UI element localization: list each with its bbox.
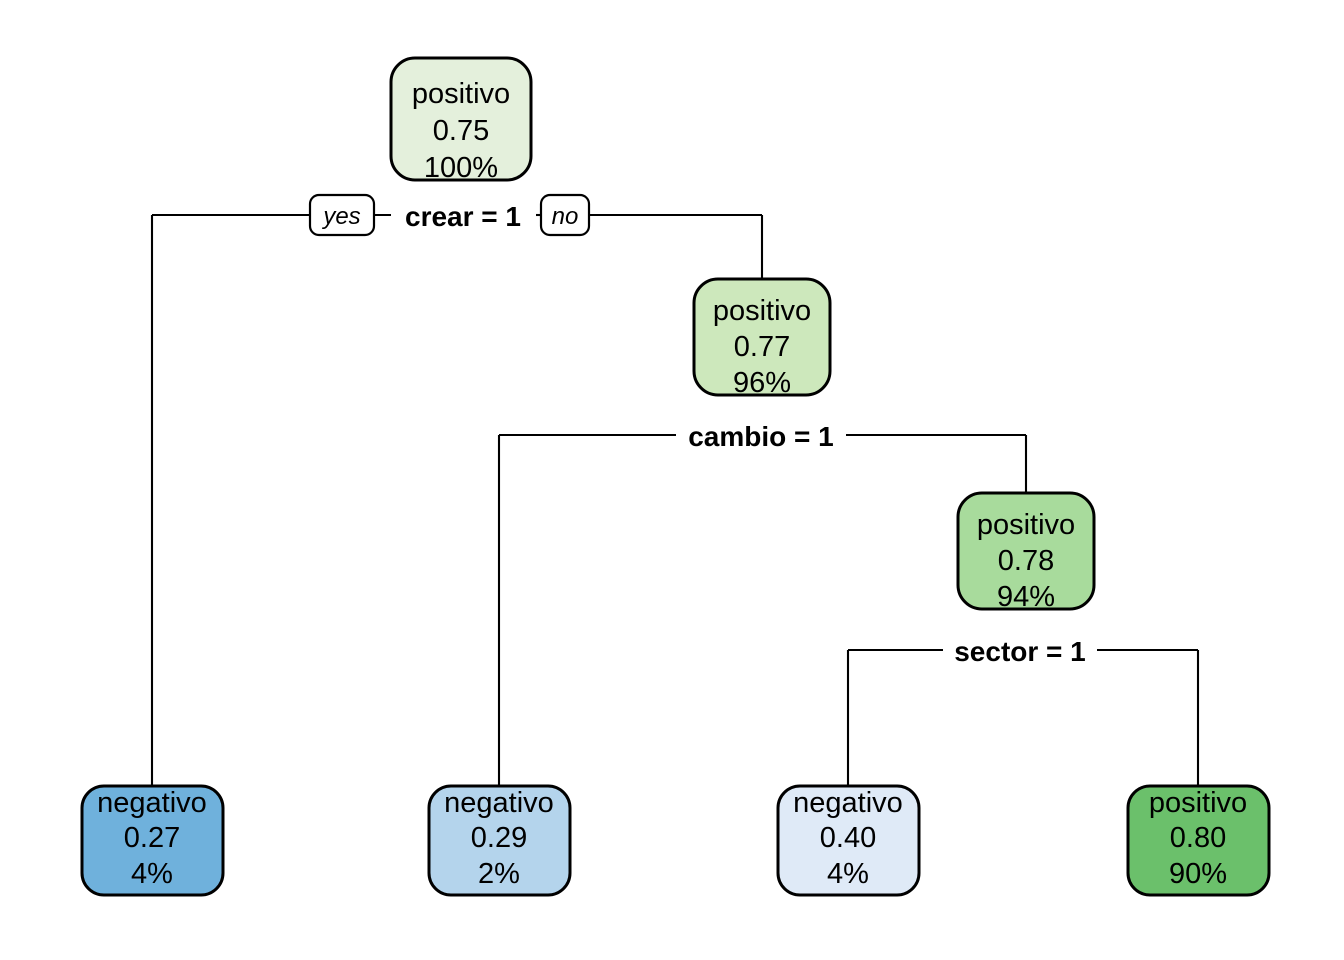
node-leaf2-value: 0.29 — [471, 822, 527, 854]
node-leaf1-box[interactable] — [80, 784, 225, 897]
node-right2-value: 0.78 — [998, 545, 1054, 577]
split-crear-no-label: no — [552, 203, 579, 230]
node-leaf1-value: 0.27 — [124, 822, 180, 854]
node-right1-pct: 96% — [733, 367, 791, 399]
split-sector[interactable]: sector = 1 — [954, 636, 1086, 667]
node-leaf2-box[interactable] — [427, 784, 572, 897]
split-cambio-label: cambio = 1 — [688, 421, 834, 452]
node-right2-box[interactable] — [956, 491, 1096, 611]
node-leaf3-class: negativo — [793, 787, 903, 819]
split-sector-label: sector = 1 — [954, 636, 1086, 667]
node-root[interactable]: positivo 0.75 100% — [389, 56, 533, 184]
split-crear-no-badge[interactable]: no — [539, 193, 591, 237]
node-right2-pct: 94% — [997, 581, 1055, 613]
node-leaf3[interactable]: negativo 0.40 4% — [776, 784, 921, 897]
node-leaf1-pct: 4% — [131, 858, 173, 890]
node-right1-class: positivo — [713, 295, 811, 327]
node-leaf2-pct: 2% — [478, 858, 520, 890]
node-right2[interactable]: positivo 0.78 94% — [956, 491, 1096, 613]
node-leaf3-pct: 4% — [827, 858, 869, 890]
node-leaf3-box[interactable] — [776, 784, 921, 897]
node-root-value: 0.75 — [433, 115, 489, 147]
node-right1[interactable]: positivo 0.77 96% — [692, 277, 832, 399]
node-leaf2[interactable]: negativo 0.29 2% — [427, 784, 572, 897]
split-crear-no-box[interactable] — [539, 193, 591, 237]
node-leaf1[interactable]: negativo 0.27 4% — [80, 784, 225, 897]
node-root-pct: 100% — [424, 152, 498, 184]
split-crear-yes-box[interactable] — [308, 193, 376, 237]
node-leaf4-pct: 90% — [1169, 858, 1227, 890]
split-crear-yes-badge[interactable]: yes — [308, 193, 376, 237]
split-crear-label: crear = 1 — [405, 201, 521, 232]
node-root-class: positivo — [412, 78, 510, 110]
node-leaf4-class: positivo — [1149, 787, 1247, 819]
node-leaf4-value: 0.80 — [1170, 822, 1226, 854]
node-right1-value: 0.77 — [734, 331, 790, 363]
split-crear[interactable]: yes crear = 1 no — [308, 193, 591, 237]
split-cambio[interactable]: cambio = 1 — [688, 421, 834, 452]
node-leaf2-class: negativo — [444, 787, 554, 819]
node-leaf4-box[interactable] — [1126, 784, 1271, 897]
node-leaf3-value: 0.40 — [820, 822, 876, 854]
split-crear-yes-label: yes — [321, 203, 360, 230]
node-leaf4[interactable]: positivo 0.80 90% — [1126, 784, 1271, 897]
node-right1-box[interactable] — [692, 277, 832, 397]
node-root-box[interactable] — [389, 56, 533, 182]
edges-layer — [150, 213, 1200, 786]
node-right2-class: positivo — [977, 509, 1075, 541]
node-leaf1-class: negativo — [97, 787, 207, 819]
